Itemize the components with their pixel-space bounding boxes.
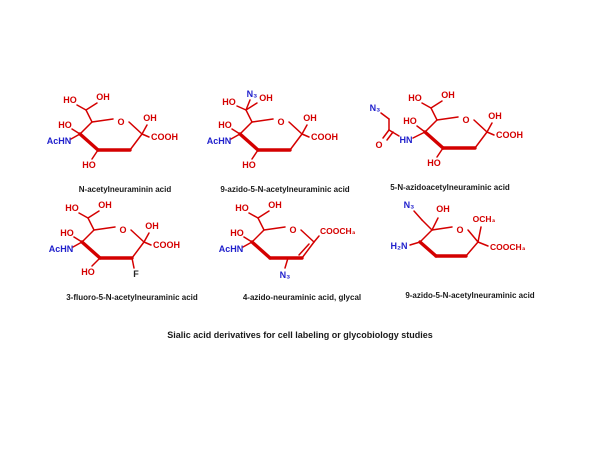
molecule-3: N₃ O HN HO OH HO O OH COOH HO 5-N-azidoa… bbox=[355, 86, 545, 192]
ring-oxygen-label: O bbox=[117, 117, 124, 127]
molecule-structure: N₃ HO OH HO AcHN HO O OH COOH bbox=[207, 89, 338, 170]
molecule-name: 4-azido-neuraminic acid, glycal bbox=[242, 293, 362, 302]
ring-oxygen-label: O bbox=[456, 225, 463, 235]
atom-label-ho: HO bbox=[81, 267, 95, 277]
atom-label-oh: OH bbox=[98, 200, 112, 210]
carboxyl-label: COOH bbox=[311, 132, 338, 142]
atom-label-ho: HO bbox=[82, 160, 96, 170]
ring-oxygen-label: O bbox=[289, 225, 296, 235]
atom-label-ho: HO bbox=[63, 95, 77, 105]
molecule-6: N₃ OH OCH₃ H₂N O COOCH₃ 9-azido-5-N-acet… bbox=[380, 194, 560, 300]
azide-label: N₃ bbox=[370, 103, 381, 113]
molecule-name: 9-azido-5-N-acetylneuraminic acid bbox=[220, 185, 350, 194]
atom-label-oh: OH bbox=[96, 92, 110, 102]
carbonyl-oxygen-label: O bbox=[375, 140, 382, 150]
atom-label-ho: HO bbox=[242, 160, 256, 170]
atom-label-ho: HO bbox=[60, 228, 74, 238]
atom-label-ho: HO bbox=[65, 203, 79, 213]
bond-skeleton bbox=[230, 99, 310, 160]
atom-label-ho: HO bbox=[403, 116, 417, 126]
bond-skeleton bbox=[72, 210, 152, 269]
bond-skeleton bbox=[242, 210, 320, 269]
molecule-5: HO OH HO AcHN N₃ O COOCH₃ 4-azido-neuram… bbox=[212, 196, 392, 302]
molecule-name: 9-azido-5-N-acetylneuraminic acid bbox=[405, 291, 535, 300]
molecule-structure: HO OH HO AcHN N₃ O COOCH₃ bbox=[219, 200, 356, 280]
molecule-2: N₃ HO OH HO AcHN HO O OH COOH 9-azido-5-… bbox=[200, 88, 370, 194]
bond-skeleton bbox=[409, 210, 489, 258]
molecule-structure: HO OH HO AcHN HO O OH COOH F bbox=[49, 200, 180, 279]
molecule-name: 3-fluoro-5-N-acetylneuraminic acid bbox=[66, 293, 198, 302]
amide-nh-label: HN bbox=[400, 135, 413, 145]
atom-label-ho: HO bbox=[230, 228, 244, 238]
molecule-4: HO OH HO AcHN HO O OH COOH F 3-fluoro-5-… bbox=[42, 196, 222, 302]
atom-label-oh: OH bbox=[268, 200, 282, 210]
molecule-structure: N₃ O HN HO OH HO O OH COOH HO bbox=[370, 90, 523, 168]
acetamido-label: AcHN bbox=[49, 244, 74, 254]
fluoro-label: F bbox=[133, 269, 139, 279]
ring-oxygen-label: O bbox=[277, 117, 284, 127]
methoxy-label: OCH₃ bbox=[473, 214, 496, 224]
amine-label: H₂N bbox=[391, 241, 408, 251]
ester-label: COOCH₃ bbox=[320, 226, 356, 236]
bond-skeleton bbox=[70, 102, 150, 160]
ring-oxygen-label: O bbox=[462, 115, 469, 125]
azide-label: N₃ bbox=[404, 200, 415, 210]
figure-caption: Sialic acid derivatives for cell labelin… bbox=[167, 330, 433, 340]
acetamido-label: AcHN bbox=[207, 136, 232, 146]
acetamido-label: AcHN bbox=[47, 136, 72, 146]
carboxyl-label: COOH bbox=[496, 130, 523, 140]
ring-oxygen-label: O bbox=[119, 225, 126, 235]
atom-label-ho: HO bbox=[235, 203, 249, 213]
atom-label-oh: OH bbox=[143, 113, 157, 123]
atom-label-ho: HO bbox=[218, 120, 232, 130]
ester-label: COOCH₃ bbox=[490, 242, 526, 252]
atom-label-oh: OH bbox=[259, 93, 273, 103]
atom-label-oh: OH bbox=[441, 90, 455, 100]
molecule-1: HO OH HO AcHN HO O OH COOH N-acetylneura… bbox=[40, 88, 210, 194]
carboxyl-label: COOH bbox=[153, 240, 180, 250]
atom-label-oh: OH bbox=[436, 204, 450, 214]
atom-label-ho: HO bbox=[427, 158, 441, 168]
molecule-name: N-acetylneuraminin acid bbox=[78, 185, 172, 194]
bond-skeleton bbox=[380, 100, 495, 158]
acetamido-label: AcHN bbox=[219, 244, 244, 254]
azide-label: N₃ bbox=[247, 89, 258, 99]
atom-label-oh: OH bbox=[303, 113, 317, 123]
molecule-name: 5-N-azidoacetylneuraminic acid bbox=[390, 183, 510, 192]
atom-label-oh: OH bbox=[488, 111, 502, 121]
molecule-structure: N₃ OH OCH₃ H₂N O COOCH₃ bbox=[391, 200, 526, 258]
molecule-structure: HO OH HO AcHN HO O OH COOH bbox=[47, 92, 178, 170]
atom-label-ho: HO bbox=[408, 93, 422, 103]
azide-label: N₃ bbox=[280, 270, 291, 280]
carboxyl-label: COOH bbox=[151, 132, 178, 142]
atom-label-ho: HO bbox=[58, 120, 72, 130]
atom-label-ho: HO bbox=[222, 97, 236, 107]
atom-label-oh: OH bbox=[145, 221, 159, 231]
